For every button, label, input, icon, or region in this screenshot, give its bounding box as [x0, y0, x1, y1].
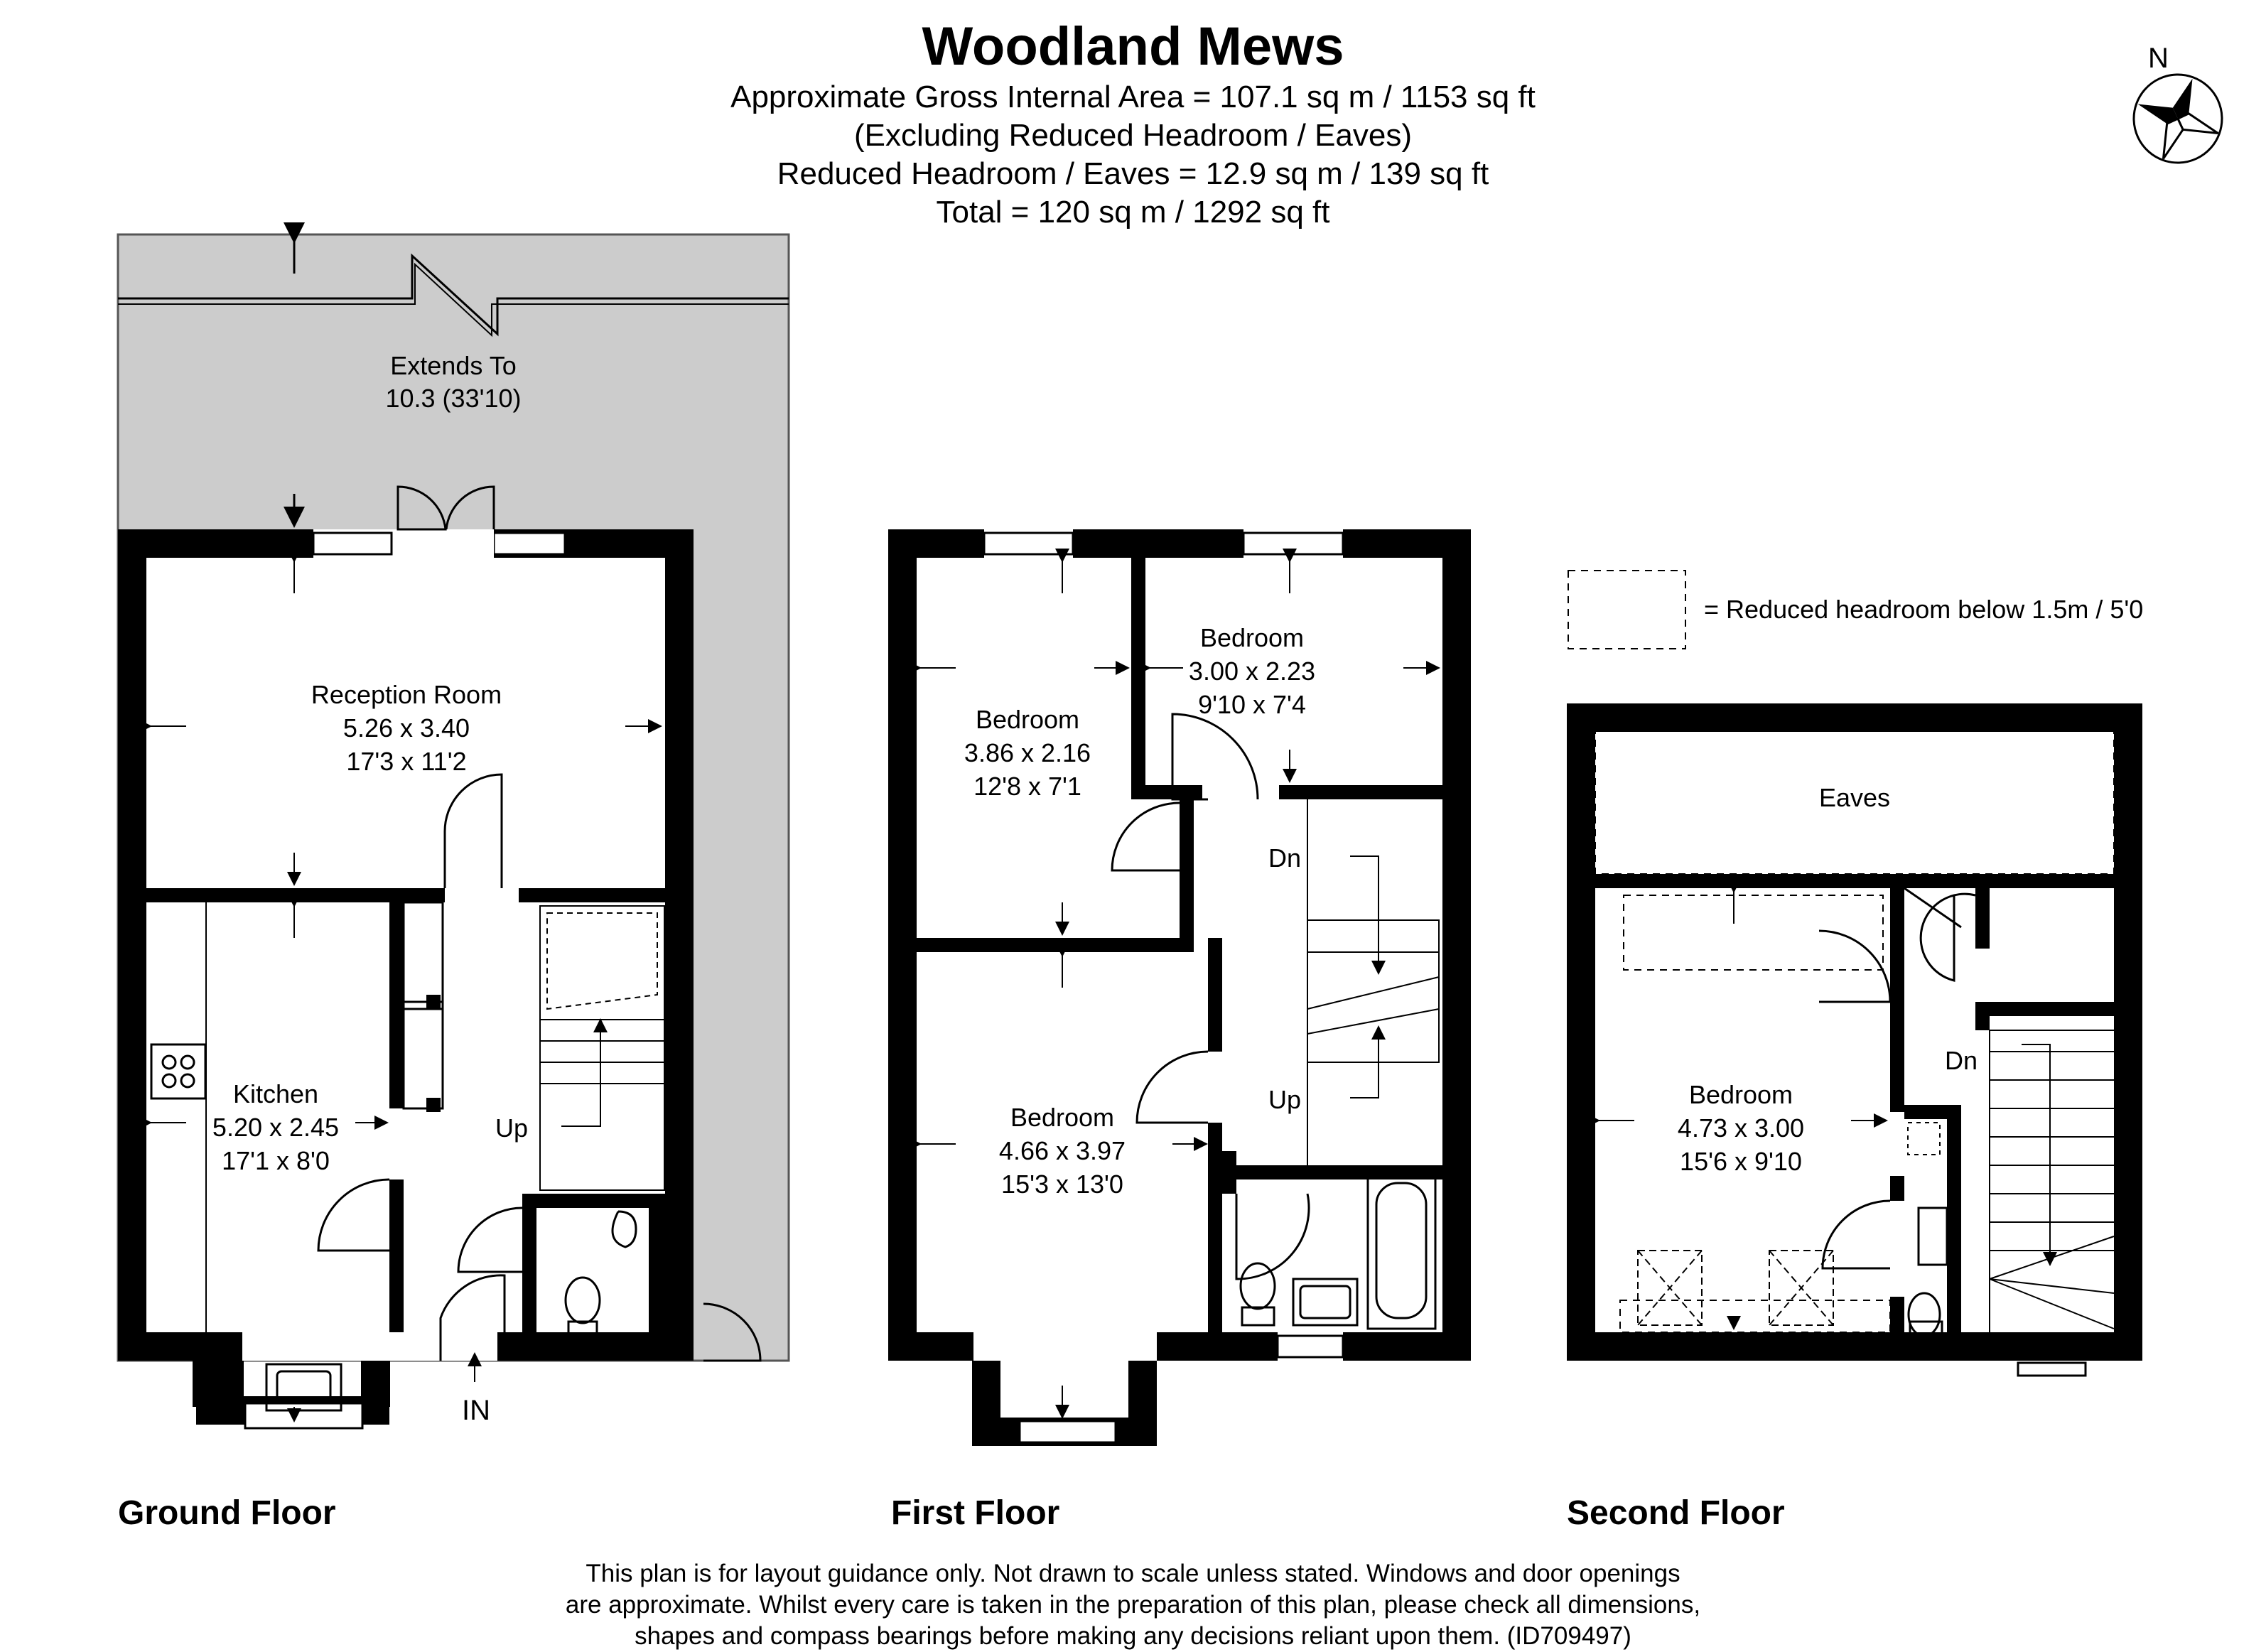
eaves-label: Eaves [1819, 783, 1890, 812]
first-stairs-up-label: Up [1268, 1085, 1301, 1114]
garden-break-line [118, 253, 789, 337]
area-line-eaves: Reduced Headroom / Eaves = 12.9 sq m / 1… [777, 156, 1489, 191]
first-outer-walls [888, 529, 1471, 1446]
kitchen-metric: 5.20 x 2.45 [212, 1113, 339, 1142]
first-stairs [1307, 799, 1440, 1165]
entrance-label: IN [462, 1395, 490, 1426]
first-bedroom-back-right-metric: 3.00 x 2.23 [1189, 657, 1315, 686]
area-line-total: Total = 120 sq m / 1292 sq ft [936, 195, 1330, 230]
first-bedroom-front-name: Bedroom [1010, 1103, 1114, 1132]
first-floor-plan [888, 529, 1471, 1446]
kitchen-name: Kitchen [233, 1079, 318, 1108]
disclaimer: This plan is for layout guidance only. N… [0, 1558, 2266, 1652]
disclaimer-line-2: are approximate. Whilst every care is ta… [565, 1591, 1701, 1619]
first-bedroom-back-left-name: Bedroom [976, 705, 1079, 734]
first-stairs-down-label: Dn [1268, 843, 1301, 873]
reception-imperial: 17'3 x 11'2 [346, 747, 466, 776]
second-floor-label: Second Floor [1567, 1494, 1785, 1532]
eaves-area [1595, 720, 2115, 875]
compass-rose-icon [2132, 73, 2223, 164]
second-stairs [1989, 1030, 2115, 1332]
first-floor-label: First Floor [891, 1494, 1060, 1532]
garden-size: 10.3 (33'10) [385, 384, 521, 413]
area-line-excluding: (Excluding Reduced Headroom / Eaves) [853, 118, 1413, 153]
legend-text: = Reduced headroom below 1.5m / 5'0 [1704, 595, 2143, 624]
second-bedroom-metric: 4.73 x 3.00 [1678, 1113, 1804, 1143]
reception-metric: 5.26 x 3.40 [343, 713, 470, 743]
second-floor-plan [1567, 570, 2142, 1377]
first-bedroom-front-imperial: 15'3 x 13'0 [1001, 1170, 1123, 1199]
first-bedroom-front-metric: 4.66 x 3.97 [999, 1136, 1126, 1165]
second-bedroom-name: Bedroom [1689, 1080, 1793, 1109]
ground-outer-walls [118, 529, 694, 1425]
ground-stairs [539, 905, 665, 1191]
area-line-gross: Approximate Gross Internal Area = 107.1 … [730, 80, 1536, 114]
compass-north-label: N [2148, 43, 2169, 74]
first-bedroom-back-right-name: Bedroom [1200, 623, 1304, 652]
garden-name: Extends To [390, 351, 516, 380]
plan-title: Woodland Mews [922, 16, 1344, 77]
first-bedroom-back-left-imperial: 12'8 x 7'1 [973, 772, 1081, 801]
legend-swatch [1568, 570, 1686, 649]
ground-floor-plan [117, 222, 790, 1430]
disclaimer-line-3: shapes and compass bearings before makin… [635, 1622, 1631, 1650]
ground-floor-label: Ground Floor [118, 1494, 336, 1532]
ground-stairs-label: Up [495, 1113, 528, 1143]
disclaimer-line-1: This plan is for layout guidance only. N… [586, 1560, 1680, 1587]
reception-name: Reception Room [311, 680, 502, 709]
second-bedroom-imperial: 15'6 x 9'10 [1680, 1147, 1802, 1176]
first-bedroom-back-right-imperial: 9'10 x 7'4 [1198, 690, 1306, 719]
kitchen-imperial: 17'1 x 8'0 [222, 1146, 330, 1175]
second-stairs-down-label: Dn [1945, 1046, 1978, 1075]
first-bedroom-back-left-metric: 3.86 x 2.16 [964, 738, 1091, 767]
